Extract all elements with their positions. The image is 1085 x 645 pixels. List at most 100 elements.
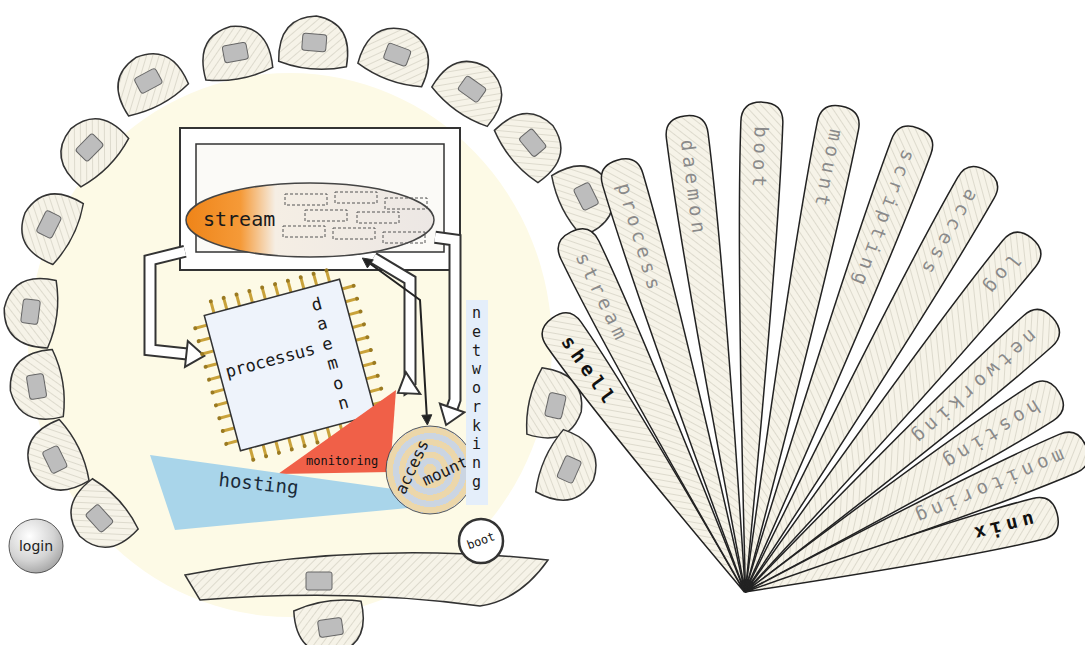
lobe-outline xyxy=(5,348,68,424)
chip-pin-tip xyxy=(221,295,226,300)
chip-pin-tip xyxy=(196,339,201,344)
chip-pin-tip xyxy=(372,360,377,365)
ethernet-icon xyxy=(306,572,332,590)
shell-body xyxy=(28,73,552,617)
boot-circle-fill xyxy=(459,519,503,563)
device-icon xyxy=(85,504,114,533)
arrow-head xyxy=(362,258,373,268)
chip-pin-tip xyxy=(260,285,265,290)
device-icon xyxy=(573,182,599,211)
stream-frame xyxy=(180,128,460,270)
lobe-outline xyxy=(106,41,192,120)
connector-line xyxy=(370,263,427,416)
device-lobe xyxy=(57,475,142,562)
device-lobe xyxy=(293,596,369,645)
device-icon xyxy=(21,299,41,325)
petal-outline xyxy=(740,494,1063,613)
connector-outline xyxy=(373,258,412,385)
device-lobe xyxy=(10,182,88,267)
device-icon xyxy=(518,128,546,157)
chip-pin-tip xyxy=(210,390,215,395)
chip-pin-tip xyxy=(234,292,239,297)
device-icon xyxy=(557,455,582,484)
chip-pin-tip xyxy=(315,440,320,445)
arrow-head xyxy=(185,341,204,367)
lobe-outline xyxy=(531,427,607,511)
arrow-head xyxy=(422,415,432,425)
memory-module xyxy=(335,192,377,203)
chip-pin-tip xyxy=(285,278,290,283)
device-icon xyxy=(26,373,47,399)
boot-circle: boot xyxy=(458,518,504,564)
device-icon xyxy=(317,617,343,637)
node-label: networking xyxy=(469,304,484,492)
device-lobe xyxy=(278,13,351,71)
connector xyxy=(435,237,464,425)
device-icon xyxy=(457,75,486,103)
stream-fill xyxy=(186,183,434,257)
lobe-outline xyxy=(429,48,516,131)
device-icon xyxy=(383,43,411,67)
chip-pin-tip xyxy=(302,444,307,449)
chip-pin-tip xyxy=(379,386,384,391)
lobe-outline xyxy=(0,274,61,349)
device-icon xyxy=(36,210,62,239)
chip-pin-tip xyxy=(224,441,229,446)
login-button-fill xyxy=(9,519,63,573)
device-lobe xyxy=(106,41,192,120)
lobe-outline xyxy=(278,13,351,71)
device-lobe xyxy=(356,18,439,92)
chip-pin-tip xyxy=(289,447,294,452)
memory-module xyxy=(285,194,327,205)
connector xyxy=(373,258,420,394)
chip-pin-tip xyxy=(355,296,360,301)
memory-module xyxy=(305,210,347,221)
monitoring-triangle: monitoring xyxy=(278,390,398,475)
chip-pin-tip xyxy=(277,450,282,455)
lobe-outline xyxy=(10,182,88,267)
lobe-outline xyxy=(293,596,369,645)
memory-module xyxy=(283,226,325,237)
chip-pin-tip xyxy=(247,289,252,294)
device-lobe xyxy=(197,20,274,85)
chip-pin-tip xyxy=(217,416,222,421)
networking-band-fill xyxy=(466,300,488,505)
lobe-outline xyxy=(46,104,132,190)
device-icon xyxy=(222,42,249,63)
device-icon xyxy=(134,68,163,94)
chip-pin-tip xyxy=(207,377,212,382)
chip-pin-tip xyxy=(368,348,373,353)
node-label: stream xyxy=(203,207,275,231)
device-lobe xyxy=(429,48,516,131)
device-lobes xyxy=(0,13,625,645)
memory-module xyxy=(357,212,399,223)
connector xyxy=(362,258,432,425)
chip-pin-tip xyxy=(200,352,205,357)
device-lobe xyxy=(46,104,132,190)
chip-pin-tip xyxy=(264,454,269,459)
chip-pin-tip xyxy=(324,268,329,273)
chip-pin-tip xyxy=(213,403,218,408)
connector-outline xyxy=(435,237,455,409)
stream-ellipse: stream xyxy=(185,182,435,258)
chip-pin-tip xyxy=(298,275,303,280)
chip-pin-tip xyxy=(251,457,256,462)
lobe-outline xyxy=(57,475,142,562)
chip-pin-tip xyxy=(311,271,316,276)
connector xyxy=(150,251,204,366)
device-icon xyxy=(544,392,566,419)
device-icon xyxy=(75,133,104,162)
chip-pin-tip xyxy=(351,283,356,288)
chip-pin-tip xyxy=(375,373,380,378)
device-lobe xyxy=(5,348,68,424)
device-icon xyxy=(42,445,68,474)
chip-pin-tip xyxy=(365,335,370,340)
chip-pin-tip xyxy=(358,309,363,314)
device-lobe xyxy=(531,427,607,511)
arrow-head xyxy=(398,372,420,394)
chip-pin-tip xyxy=(193,326,198,331)
ethernet-lobe xyxy=(185,553,548,606)
memory-module xyxy=(383,232,425,243)
connector-outline xyxy=(150,251,187,354)
memory-module xyxy=(385,198,427,209)
